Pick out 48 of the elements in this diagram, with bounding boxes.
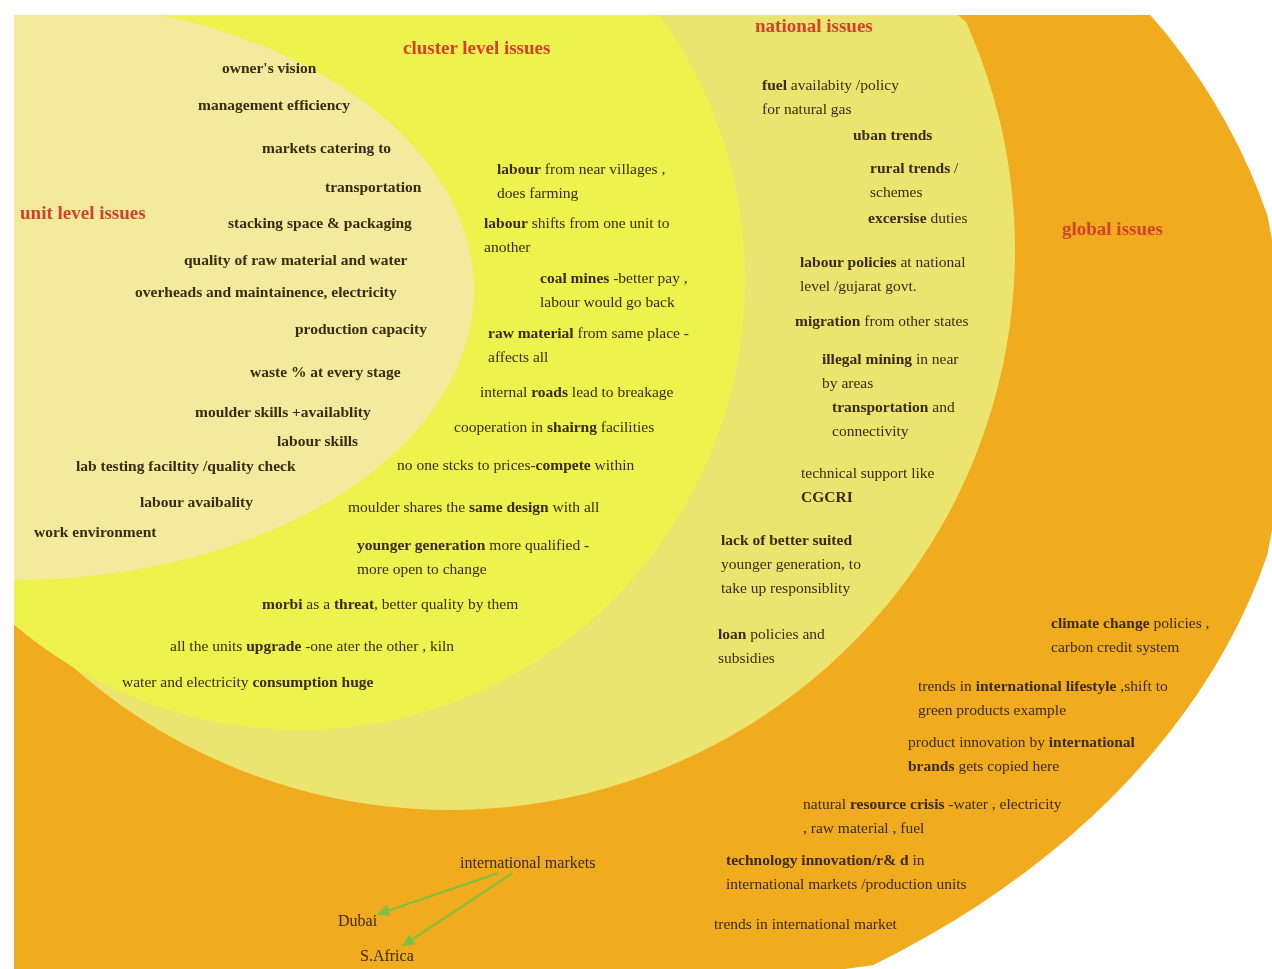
issue-text: work environment — [34, 522, 157, 542]
issue-text: lack of better suited younger generation, to take up responsiblity — [721, 530, 862, 598]
issue-text: product innovation by international brands gets copied here — [908, 732, 1136, 776]
issue-text: loan policies and subsidies — [718, 624, 826, 668]
issue-text: younger generation more qualified - more open to change — [357, 535, 591, 579]
issue-text: coal mines -better pay , labour would go back — [540, 268, 689, 312]
issue-text: markets catering to — [262, 138, 392, 158]
issue-text: moulder skills +availablity — [195, 402, 371, 422]
issue-text: overheads and maintainence, electricity — [135, 282, 397, 302]
issue-text: all the units upgrade -one ater the other , kiln — [170, 636, 455, 656]
issue-text: labour policies at national level /gujarat govt. — [800, 252, 967, 296]
issue-text: moulder shares the same design with all — [348, 497, 600, 517]
zone-title: global issues — [1062, 218, 1163, 240]
issue-text: waste % at every stage — [250, 362, 401, 382]
market-label: S.Africa — [360, 946, 414, 966]
issue-text: transportation — [325, 177, 422, 197]
issue-text: raw material from same place -affects all — [488, 323, 690, 367]
market-label: international markets — [460, 853, 596, 873]
issue-text: natural resource crisis -water , electricity , raw material , fuel — [803, 794, 1063, 838]
issue-text: migration from other states — [795, 311, 969, 331]
arrow — [376, 872, 499, 916]
issue-text: production capacity — [295, 319, 427, 339]
issue-text: internal roads lead to breakage — [480, 382, 674, 402]
issue-text: excersise duties — [868, 208, 968, 228]
issue-text: management efficiency — [198, 95, 350, 115]
issue-text: climate change policies , carbon credit system — [1051, 613, 1211, 657]
issue-text: cooperation in shairng facilities — [454, 417, 655, 437]
market-label: Dubai — [338, 911, 378, 931]
issue-text: labour avaibality — [140, 492, 253, 512]
issue-text: uban trends — [853, 125, 933, 145]
issue-text: water and electricity consumption huge — [122, 672, 374, 692]
issue-text: morbi as a threat, better quality by them — [262, 594, 519, 614]
issue-text: stacking space & packaging — [228, 213, 412, 233]
issue-text: trends in international market — [714, 914, 897, 934]
issue-text: labour shifts from one unit to another — [484, 213, 671, 257]
issue-text: trends in international lifestyle ,shift to green products example — [918, 676, 1169, 720]
zone-title: national issues — [755, 15, 873, 37]
issue-text: technical support like CGCRI — [801, 463, 936, 507]
zone-title: unit level issues — [20, 202, 146, 224]
issue-text: labour skills — [277, 431, 359, 451]
issue-text: quality of raw material and water — [184, 250, 408, 270]
zone-title: cluster level issues — [403, 37, 551, 59]
issue-text: transportation and connectivity — [832, 397, 956, 441]
arrow — [401, 872, 514, 947]
issue-text: lab testing faciltity /quality check — [76, 456, 296, 476]
issue-text: owner's vision — [222, 58, 317, 78]
issue-text: technology innovation/r& d in international markets /production units — [726, 850, 968, 894]
issue-text: no one stcks to prices-compete within — [397, 455, 635, 475]
